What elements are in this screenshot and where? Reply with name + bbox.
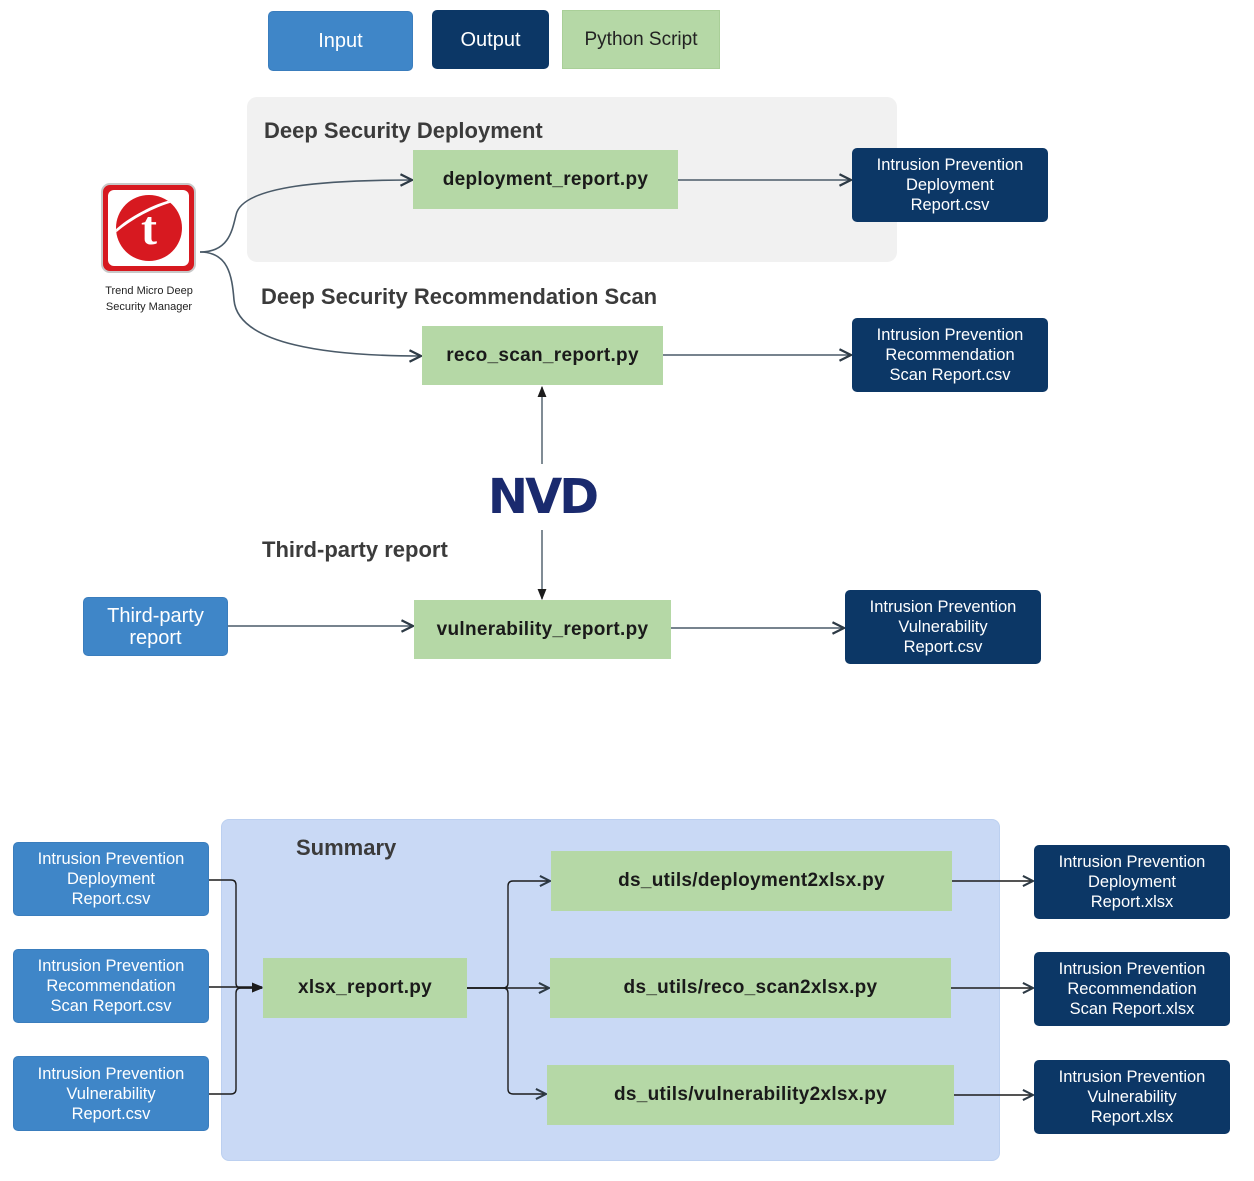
logo-letter: t: [141, 201, 157, 255]
vulnerability2xlsx-script: ds_utils/vulnerability2xlsx.py: [547, 1065, 954, 1125]
thirdparty-report-input: Third-party report: [83, 597, 228, 656]
vulnerability-report-xlsx-output: Intrusion Prevention Vulnerability Repor…: [1034, 1060, 1230, 1134]
reco-scan2xlsx-script: ds_utils/reco_scan2xlsx.py: [550, 958, 951, 1018]
section-label-thirdparty: Third-party report: [262, 537, 448, 562]
summary-input-vuln-csv: Intrusion Prevention Vulnerability Repor…: [13, 1056, 209, 1131]
legend-input: Input: [268, 11, 413, 71]
xlsx-report-script: xlsx_report.py: [263, 958, 467, 1018]
nvd-logo: NVD: [487, 469, 599, 525]
deployment-report-csv-output: Intrusion Prevention Deployment Report.c…: [852, 148, 1048, 222]
section-label-deployment: Deep Security Deployment: [264, 118, 543, 143]
trend-micro-logo: t: [101, 183, 196, 273]
reco-scan-report-csv-output: Intrusion Prevention Recommendation Scan…: [852, 318, 1048, 392]
reco-scan-report-script: reco_scan_report.py: [422, 326, 663, 385]
logo-circle: t: [116, 195, 182, 261]
connector-sum-dep-to-xlsx: [209, 879, 264, 993]
trend-micro-label: Trend Micro Deep Security Manager: [105, 285, 193, 313]
connector-xlsx-to-dep2xlsx: [467, 881, 550, 989]
connector-sum-vuln-to-xlsx: [209, 983, 264, 1095]
connector-trend-to-deployment: [199, 180, 412, 253]
legend-output: Output: [432, 10, 549, 69]
deployment-report-xlsx-output: Intrusion Prevention Deployment Report.x…: [1034, 845, 1230, 919]
section-label-reco: Deep Security Recommendation Scan: [261, 284, 658, 309]
vulnerability-report-script: vulnerability_report.py: [414, 600, 671, 659]
summary-input-reco-csv: Intrusion Prevention Recommendation Scan…: [13, 949, 209, 1023]
deployment2xlsx-script: ds_utils/deployment2xlsx.py: [551, 851, 952, 911]
legend-python-script: Python Script: [562, 10, 720, 69]
logo-inner-square: t: [108, 190, 189, 266]
summary-input-deployment-csv: Intrusion Prevention Deployment Report.c…: [13, 842, 209, 916]
connector-xlsx-to-vuln2xlsx: [467, 987, 546, 1094]
connector-trend-to-reco: [199, 251, 421, 356]
vulnerability-report-csv-output: Intrusion Prevention Vulnerability Repor…: [845, 590, 1041, 664]
deployment-report-script: deployment_report.py: [413, 150, 678, 209]
section-label-summary: Summary: [296, 835, 397, 860]
reco-scan-report-xlsx-output: Intrusion Prevention Recommendation Scan…: [1034, 952, 1230, 1026]
